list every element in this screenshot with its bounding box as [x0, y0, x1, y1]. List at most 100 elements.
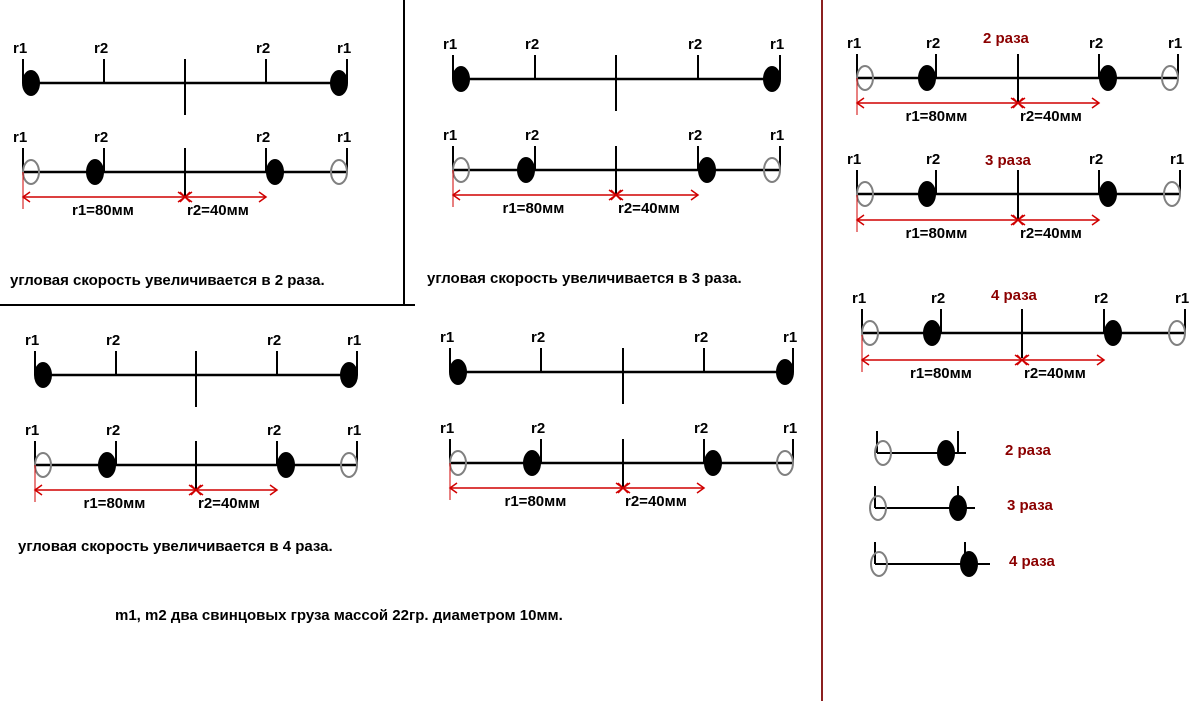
weight-m1 [98, 452, 116, 478]
center-mark [610, 189, 622, 201]
ratio-label: 4 раза [1009, 553, 1055, 570]
arrowhead [855, 97, 865, 109]
weight-m1 [517, 157, 535, 183]
old-position-marker [763, 157, 781, 183]
old-position-marker [776, 450, 794, 476]
r2-dimension-label: r2=40мм [618, 200, 680, 217]
r1-dimension-label: r1=80мм [910, 365, 972, 382]
center-mark [190, 484, 202, 496]
center-mark [1016, 354, 1028, 366]
old-position-marker [330, 159, 348, 185]
arrowhead [696, 482, 706, 494]
r2-dimension-label: r2=40мм [198, 495, 260, 512]
r1-label: r1 [347, 332, 361, 349]
r1-label: r1 [25, 332, 39, 349]
center-mark [1012, 97, 1024, 109]
old-position-marker [856, 181, 874, 207]
r2-dimension-label: r2=40мм [1020, 108, 1082, 125]
old-position-marker [869, 495, 887, 521]
panel-caption: угловая скорость увеличивается в 2 раза. [10, 272, 325, 289]
r1-label: r1 [770, 36, 784, 53]
r2-dimension-label: r2=40мм [187, 202, 249, 219]
arrowhead [1096, 354, 1106, 366]
r2-label: r2 [531, 329, 545, 346]
weight-m2 [1099, 181, 1117, 207]
r2-label: r2 [688, 127, 702, 144]
r2-label: r2 [525, 36, 539, 53]
weight-m2 [1099, 65, 1117, 91]
r1-label: r1 [852, 290, 866, 307]
weight-m2 [330, 70, 348, 96]
r1-dimension-label: r1=80мм [906, 225, 968, 242]
weight-m2 [1104, 320, 1122, 346]
old-position-marker [870, 551, 888, 577]
r2-label: r2 [926, 35, 940, 52]
old-position-marker [861, 320, 879, 346]
old-position-marker [1168, 320, 1186, 346]
r1-label: r1 [440, 329, 454, 346]
r2-dimension-label: r2=40мм [625, 493, 687, 510]
weight-m1 [523, 450, 541, 476]
ratio-title: 3 раза [985, 152, 1031, 169]
r2-label: r2 [694, 420, 708, 437]
weight [937, 440, 955, 466]
small-item-1: 2 раза [874, 431, 1051, 466]
r2-label: r2 [1089, 35, 1103, 52]
old-position-marker [1161, 65, 1179, 91]
r1-label: r1 [337, 40, 351, 57]
r1-label: r1 [440, 420, 454, 437]
center-mark [617, 482, 629, 494]
r1-label: r1 [783, 420, 797, 437]
r1-dimension-label: r1=80мм [906, 108, 968, 125]
weight-m2 [704, 450, 722, 476]
weight-m1 [918, 65, 936, 91]
old-position-marker [1163, 181, 1181, 207]
r1-label: r1 [1175, 290, 1189, 307]
r2-label: r2 [256, 40, 270, 57]
r2-label: r2 [106, 332, 120, 349]
r2-label: r2 [931, 290, 945, 307]
r1-label: r1 [443, 127, 457, 144]
weight-m2 [340, 362, 358, 388]
r2-label: r2 [267, 332, 281, 349]
weight-m1 [22, 70, 40, 96]
r2-dimension-label: r2=40мм [1024, 365, 1086, 382]
r2-label: r2 [106, 422, 120, 439]
arrowhead [258, 191, 268, 203]
r1-label: r1 [1170, 151, 1184, 168]
r2-label: r2 [926, 151, 940, 168]
weight [960, 551, 978, 577]
r2-label: r2 [94, 129, 108, 146]
arrowhead [269, 484, 279, 496]
r1-label: r1 [847, 35, 861, 52]
arrowhead [855, 214, 865, 226]
old-position-marker [340, 452, 358, 478]
weight-m2 [266, 159, 284, 185]
panel-caption: угловая скорость увеличивается в 4 раза. [18, 538, 333, 555]
r2-label: r2 [267, 422, 281, 439]
ratio-title: 2 раза [983, 30, 1029, 47]
r1-dimension-label: r1=80мм [72, 202, 134, 219]
arrowhead [1091, 214, 1101, 226]
r2-dimension-label: r2=40мм [1020, 225, 1082, 242]
r1-dimension-label: r1=80мм [503, 200, 565, 217]
weight-m1 [918, 181, 936, 207]
r1-label: r1 [443, 36, 457, 53]
ratio-label: 2 раза [1005, 442, 1051, 459]
weight-m1 [34, 362, 52, 388]
center-mark [1012, 214, 1024, 226]
r1-dimension-label: r1=80мм [84, 495, 146, 512]
r1-label: r1 [337, 129, 351, 146]
weight-m2 [698, 157, 716, 183]
weight-m1 [923, 320, 941, 346]
ratio-label: 3 раза [1007, 497, 1053, 514]
old-position-marker [874, 440, 892, 466]
r1-label: r1 [770, 127, 784, 144]
arrowhead [33, 484, 43, 496]
